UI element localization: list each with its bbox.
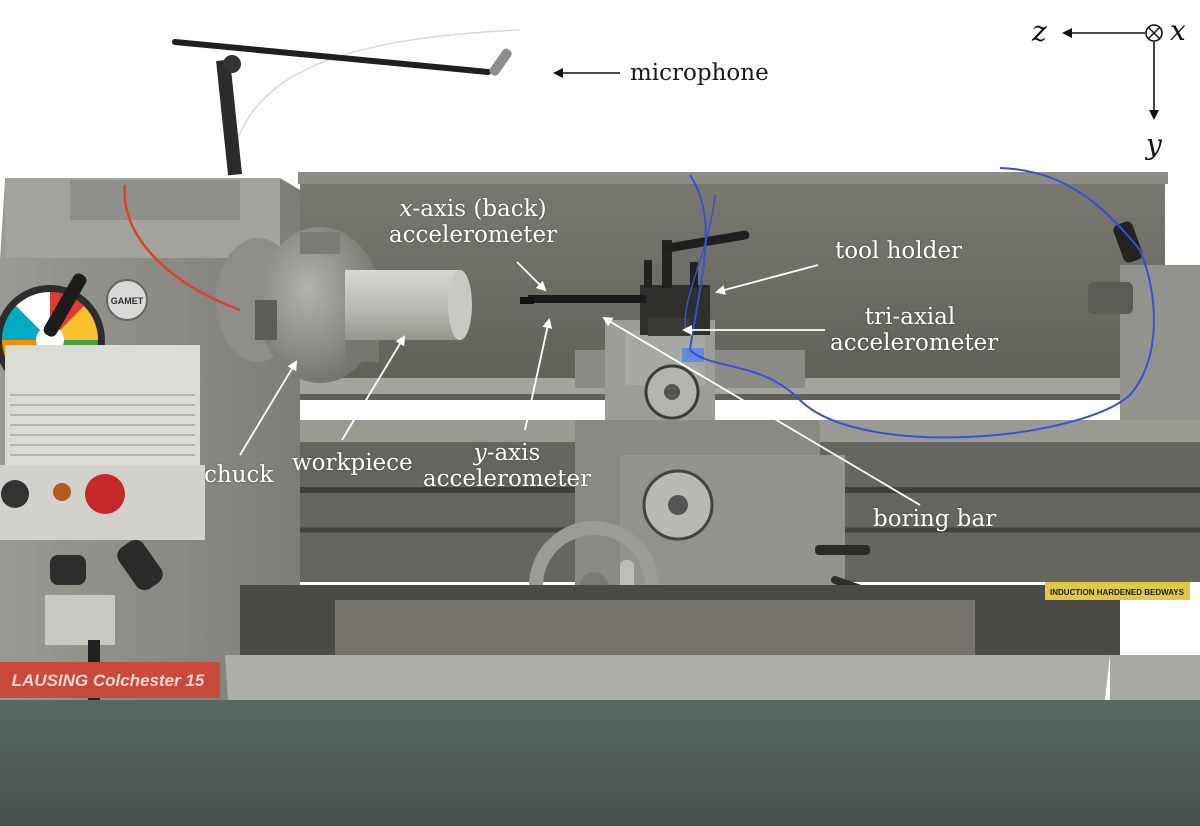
stop-button: [85, 474, 125, 514]
lathe-base: [0, 700, 1200, 826]
tool-post-stud-3: [690, 262, 698, 288]
microphone-body: [489, 48, 512, 76]
label-workpiece: workpiece: [292, 450, 413, 476]
boring-bar-tip: [520, 297, 534, 304]
label-x-axis-var: x: [399, 196, 413, 222]
label-tri-axial-accelerometer: tri-axial accelerometer: [830, 304, 999, 356]
feed-selector: [45, 595, 115, 645]
half-nut-lever: [815, 545, 870, 555]
label-tool-holder: tool holder: [835, 238, 962, 264]
backsplash: [300, 172, 1165, 400]
tailstock: [1120, 265, 1200, 420]
mic-stand-pole: [216, 59, 243, 176]
arrow-tool-holder: [715, 264, 819, 295]
chuck-jaw-3: [345, 340, 379, 362]
red-wire: [123, 184, 241, 312]
bedway-sign-text: INDUCTION HARDENED BEDWAYS: [1050, 588, 1185, 597]
cross-feed-dial-center: [664, 384, 680, 400]
right-guard: [1110, 655, 1200, 700]
speed-lever: [43, 273, 87, 337]
x-axis-label: x: [1170, 14, 1186, 47]
arrow-x-axis-accelerometer: [516, 261, 547, 292]
mic-boom-knob: [223, 55, 241, 73]
label-chuck: chuck: [204, 462, 274, 488]
tailstock-lever: [1113, 221, 1143, 263]
y-axis-label: y: [1146, 128, 1162, 161]
z-axis-label: z: [1032, 15, 1047, 48]
label-y-axis-rest: -axis: [486, 440, 541, 466]
gear-lever-1: [50, 555, 86, 585]
arrow-chuck: [239, 360, 298, 456]
coordinate-frame: [1062, 24, 1163, 120]
boring-bar: [528, 295, 646, 303]
workpiece-end: [448, 270, 472, 340]
tool-post-stud-2: [662, 240, 672, 288]
motor-lamp: [53, 483, 71, 501]
tool-post-stud-1: [644, 260, 652, 288]
longitudinal-feed-dial-center: [668, 495, 688, 515]
arrow-y-axis-accelerometer: [524, 318, 553, 431]
arrow-boring-bar: [602, 316, 921, 506]
label-y-axis-line2: accelerometer: [422, 466, 592, 492]
label-microphone: microphone: [630, 60, 769, 86]
nameplate-text: LAUSING Colchester 15: [12, 671, 205, 690]
headstock-lid: [70, 180, 240, 220]
blue-wire-2: [684, 194, 716, 331]
chuck-jaw-1: [300, 232, 340, 254]
nameplate: [0, 662, 220, 698]
chuck-jaw-2: [255, 300, 277, 340]
workpiece-cylinder: [345, 270, 460, 340]
backsplash-top-rim: [298, 172, 1168, 184]
bedway-sign: [1045, 582, 1190, 600]
label-boring-bar: boring bar: [873, 506, 997, 532]
arrow-workpiece: [341, 335, 406, 441]
gear-lever-2: [117, 539, 163, 591]
label-x-axis-back-line1: x-axis (back): [378, 196, 568, 222]
label-tri-axial-line2: accelerometer: [830, 330, 999, 356]
main-switch: [1, 480, 29, 508]
tri-axial-sensor: [648, 318, 690, 336]
label-y-axis-var: y: [473, 440, 487, 466]
label-x-axis-back-line2: accelerometer: [388, 222, 558, 248]
chips: [335, 600, 975, 655]
sensor-mount-blue: [682, 348, 704, 362]
label-y-axis-accelerometer: y-axis accelerometer: [412, 440, 602, 492]
x-axis-cross-2: [1148, 27, 1160, 39]
tailstock-quill: [1088, 282, 1133, 314]
label-x-axis-rest: -axis (back): [412, 196, 547, 222]
mic-boom-arm: [172, 39, 491, 75]
mic-cable: [229, 29, 521, 161]
chip-tray-lip: [225, 655, 1110, 700]
thread-chart-lines: [10, 394, 195, 456]
brand-badge: [106, 279, 148, 321]
label-x-axis-back-accelerometer: x-axis (back) accelerometer: [378, 196, 568, 248]
label-y-axis-line1: y-axis: [412, 440, 602, 466]
brand-badge-text: GAMET: [111, 296, 144, 306]
blue-wire-1: [688, 167, 1155, 439]
label-tri-axial-line1: tri-axial: [864, 304, 956, 330]
